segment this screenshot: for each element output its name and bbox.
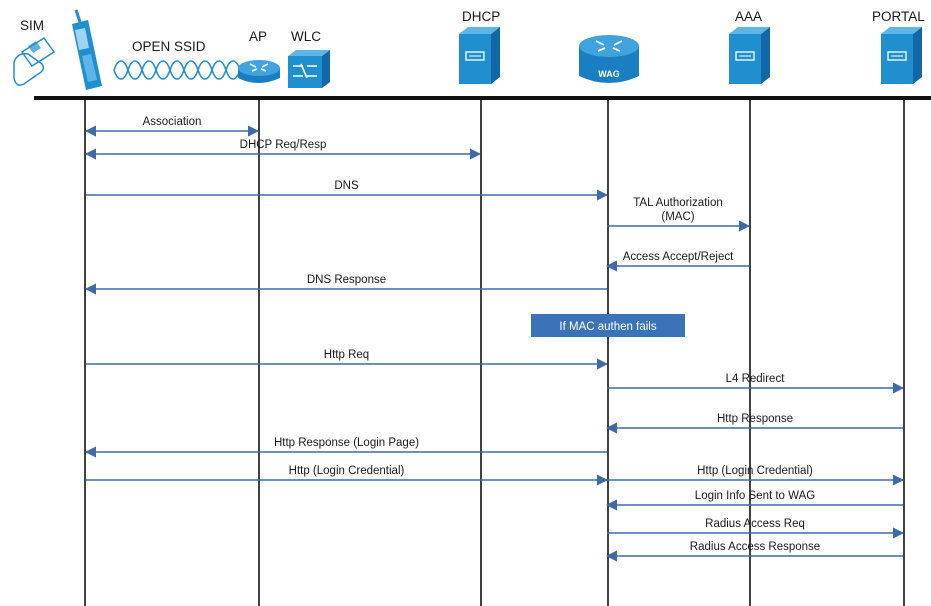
- message-radius-access-response: Radius Access Response: [605, 541, 903, 562]
- message-label: Http (Login Credential): [289, 465, 405, 477]
- message-http-req: Http Req: [86, 349, 609, 370]
- message-label: DHCP Req/Resp: [240, 139, 327, 151]
- message-dhcp-req-resp: DHCP Req/Resp: [84, 139, 482, 160]
- message-label: Http Response (Login Page): [274, 437, 419, 449]
- open-ssid-label: OPEN SSID: [132, 39, 206, 54]
- message-dns: DNS: [86, 180, 609, 201]
- message-label: Login Info Sent to WAG: [695, 490, 815, 502]
- message-http-response: Http Response: [605, 413, 903, 434]
- mac-authen-fails-note: If MAC authen fails: [531, 314, 685, 337]
- portal-server-icon: [881, 27, 922, 84]
- message-http-login-credential-2: Http (Login Credential): [607, 465, 905, 486]
- message-label: DNS Response: [307, 274, 386, 286]
- portal-label: PORTAL: [872, 9, 925, 24]
- message-label: Access Accept/Reject: [623, 251, 734, 263]
- ap-label: AP: [249, 29, 267, 44]
- wlc-label: WLC: [291, 29, 321, 44]
- wag-label: WAG: [598, 69, 620, 79]
- router-icon: [238, 60, 280, 83]
- message-label: (MAC): [661, 211, 694, 223]
- dhcp-label: DHCP: [462, 9, 500, 24]
- message-label: TAL Authorization: [633, 197, 723, 209]
- message-access-accept-reject: Access Accept/Reject: [605, 251, 749, 272]
- message-label: L4 Redirect: [726, 373, 786, 385]
- message-label: DNS: [334, 180, 359, 192]
- dhcp-server-icon: [459, 27, 500, 84]
- sim-label: SIM: [20, 18, 44, 33]
- message-label: Http Response: [717, 413, 793, 425]
- mobile-phone-icon: [72, 9, 102, 90]
- wireless-signal-icon: [113, 60, 241, 80]
- message-tal-authorization: TAL Authorization (MAC): [607, 197, 751, 232]
- wlc-switch-icon: [288, 50, 330, 88]
- message-label: Http Req: [324, 349, 369, 361]
- message-label: Http (Login Credential): [697, 465, 813, 477]
- lifelines: [84, 100, 905, 606]
- aaa-label: AAA: [735, 9, 762, 24]
- gateway-router-icon: WAG: [579, 35, 639, 83]
- sim-card-hand-icon: [13, 36, 56, 86]
- message-login-info-sent-to-wag: Login Info Sent to WAG: [605, 490, 903, 511]
- message-radius-access-req: Radius Access Req: [607, 518, 905, 539]
- message-association: Association: [84, 116, 260, 137]
- message-label: Association: [143, 116, 202, 128]
- aaa-server-icon: [729, 27, 770, 84]
- message-label: Radius Access Response: [690, 541, 820, 553]
- message-label: Radius Access Req: [705, 518, 805, 530]
- message-dns-response: DNS Response: [84, 274, 607, 295]
- message-http-login-credential-1: Http (Login Credential): [86, 465, 609, 486]
- message-l4-redirect: L4 Redirect: [607, 373, 905, 394]
- note-text: If MAC authen fails: [559, 321, 656, 333]
- message-http-response-login-page: Http Response (Login Page): [84, 437, 607, 458]
